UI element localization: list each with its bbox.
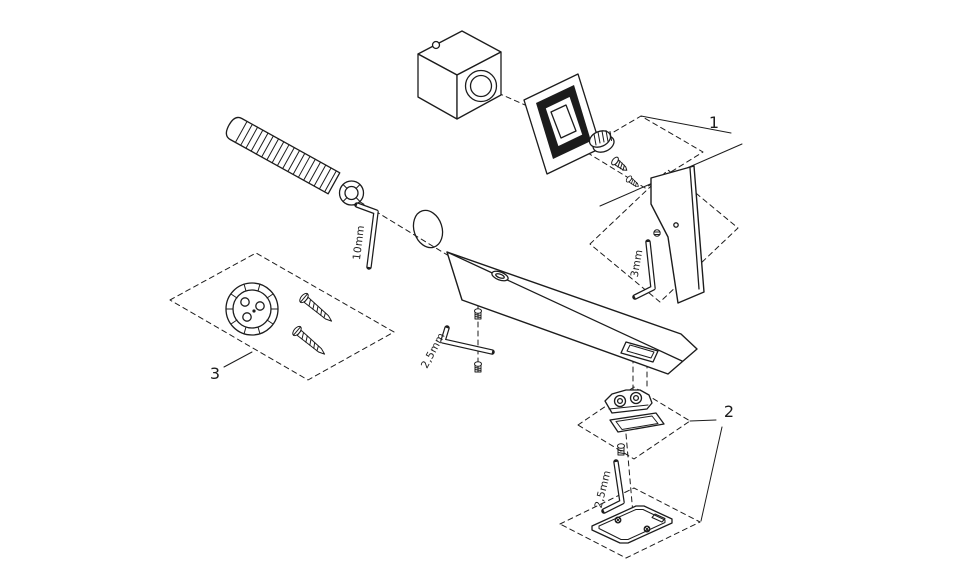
mounting-screw-upper xyxy=(299,292,333,322)
mounting-screw-lower xyxy=(292,325,326,355)
escutcheon-plate xyxy=(523,73,602,175)
base-cover-plate xyxy=(591,505,673,544)
aerator-assembly xyxy=(604,389,665,433)
cap-screw-large xyxy=(611,156,628,171)
body-top-plug xyxy=(431,40,441,50)
callout-3-label: 3 xyxy=(210,364,220,383)
allen-key-2-5mm-base-label: 2,5mm xyxy=(593,469,614,509)
callout-2-label: 2 xyxy=(724,402,734,421)
allen-key-10mm-label: 10mm xyxy=(351,225,367,261)
spout-set-screw-top xyxy=(474,308,482,320)
flex-hose xyxy=(225,116,341,195)
allen-key-3mm xyxy=(632,239,656,300)
base-screw xyxy=(617,443,625,456)
callout-1-leader-a xyxy=(640,115,732,134)
handle-cap xyxy=(588,130,615,153)
o-ring xyxy=(412,209,444,249)
cap-screws-group-box xyxy=(582,115,704,189)
callout-2-leader-b xyxy=(700,426,723,522)
hose-union-fitting xyxy=(338,180,365,206)
allen-key-2-5mm-spout xyxy=(440,325,495,355)
callout-1-label: 1 xyxy=(709,113,719,132)
allen-key-3mm-label: 3mm xyxy=(629,249,646,279)
mounting-flange xyxy=(225,282,279,336)
callout-2-leader-a xyxy=(689,419,717,422)
callout-3-leader xyxy=(223,351,253,368)
aerator-frame xyxy=(609,412,665,433)
handle-lever xyxy=(650,165,705,304)
base-plate-group-box xyxy=(559,487,701,559)
handle-grub-screw xyxy=(653,229,661,237)
concealed-body xyxy=(417,30,502,120)
allen-key-10mm xyxy=(354,202,379,270)
handle-group-box xyxy=(589,169,739,303)
cap-screw-small xyxy=(625,175,639,187)
spout-set-screw-bottom xyxy=(474,361,482,373)
mounting-set-group-box xyxy=(169,252,395,381)
allen-key-2-5mm-base xyxy=(601,459,625,514)
allen-key-2-5mm-spout-label: 2,5mm xyxy=(419,331,448,371)
spout xyxy=(446,251,698,375)
